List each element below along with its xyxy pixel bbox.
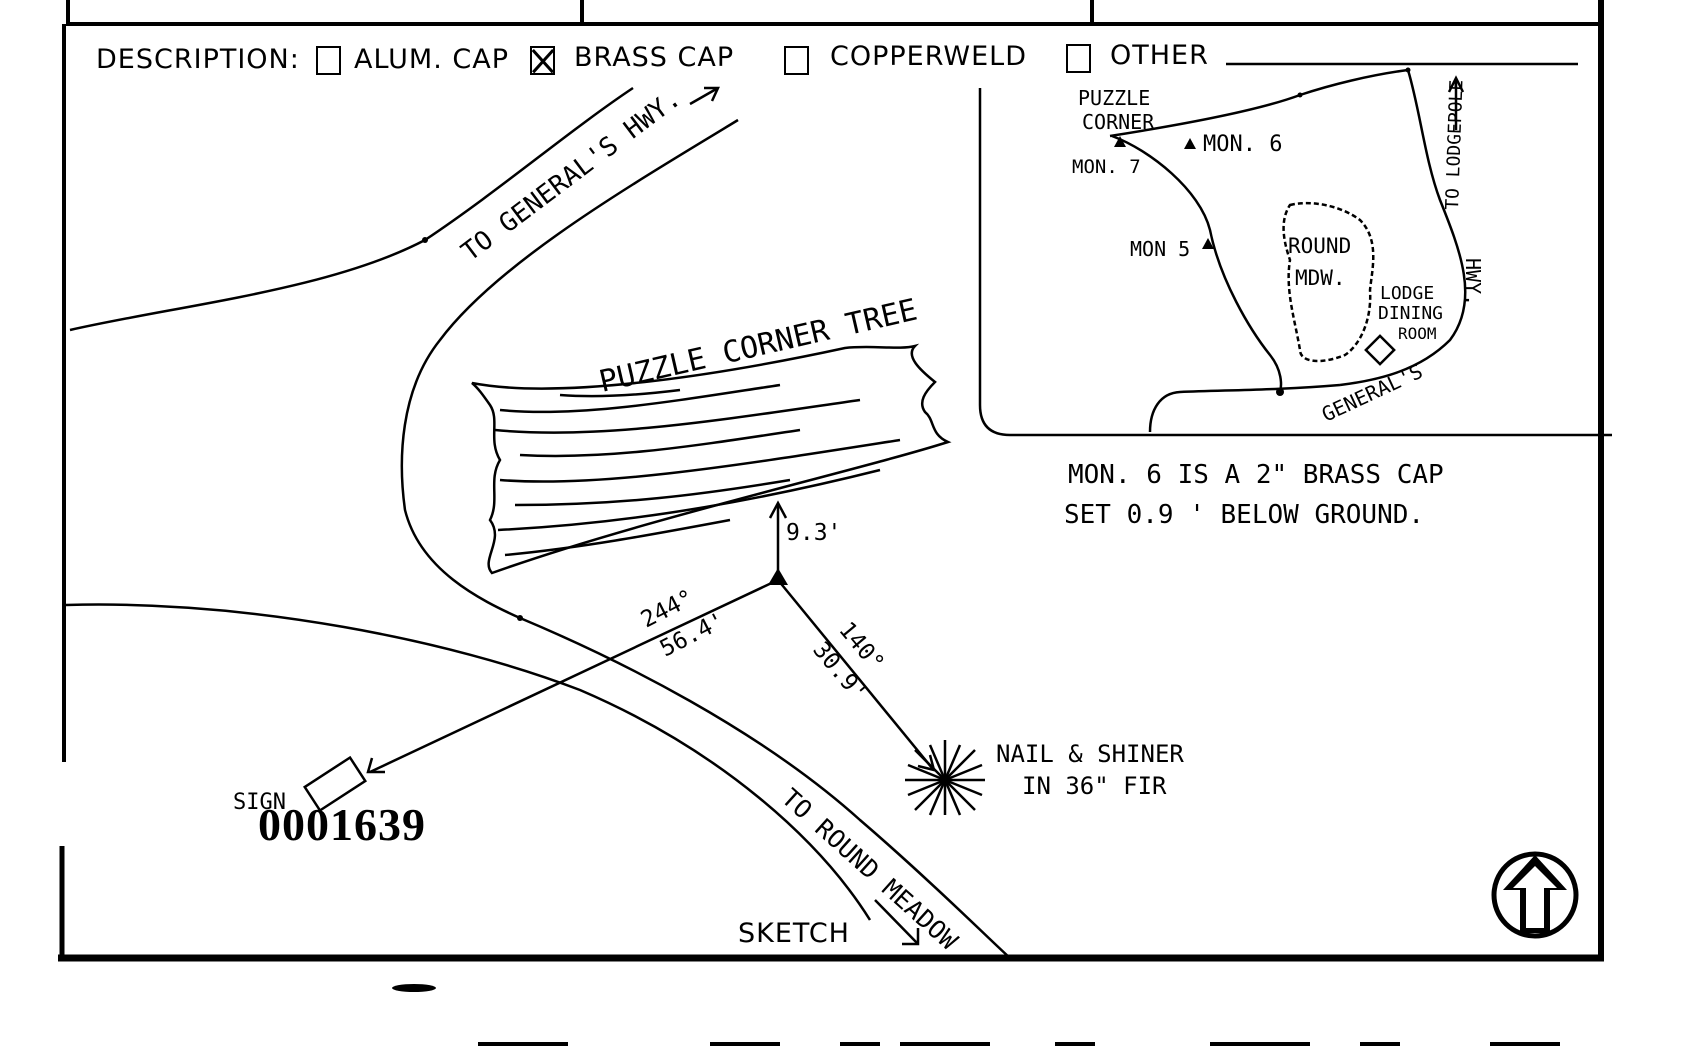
sign-label: SIGN bbox=[233, 790, 286, 815]
copperweld-label: COPPERWELD bbox=[830, 41, 1027, 72]
inset-monuments bbox=[1114, 67, 1411, 396]
nail-label-line2: IN 36" FIR bbox=[1022, 772, 1167, 800]
inset-puzzle-corner-2: CORNER bbox=[1082, 110, 1155, 134]
road-lines bbox=[65, 86, 1011, 959]
brass-cap-label: BRASS CAP bbox=[574, 42, 735, 73]
arrow-general-hwy bbox=[689, 86, 720, 106]
scan-marks bbox=[392, 984, 1560, 1046]
sign-symbol bbox=[303, 755, 367, 813]
note-line2: SET 0.9 ' BELOW GROUND. bbox=[1064, 500, 1425, 530]
inset-generals: GENERAL'S bbox=[1318, 359, 1426, 427]
monument-symbol bbox=[768, 568, 788, 585]
brass-cap-checkbox[interactable] bbox=[530, 46, 555, 75]
description-label: DESCRIPTION: bbox=[96, 44, 300, 75]
inset-hwy: HWY. bbox=[1461, 258, 1485, 306]
measure-lines bbox=[366, 500, 936, 774]
inset-to-lodgepole: TO LODGEPOLE bbox=[1442, 79, 1468, 210]
road-point bbox=[422, 237, 428, 243]
nail-shiner-symbol bbox=[905, 740, 985, 816]
sketch-title: SKETCH bbox=[738, 918, 850, 949]
inset-lodge-1: LODGE bbox=[1380, 283, 1435, 304]
road-point bbox=[517, 615, 523, 621]
alum-cap-label: ALUM. CAP bbox=[354, 44, 509, 75]
inset-puzzle-corner-1: PUZZLE bbox=[1078, 86, 1151, 110]
frame bbox=[58, 0, 1604, 962]
inset-mon6: MON. 6 bbox=[1203, 132, 1283, 157]
other-checkbox[interactable] bbox=[1066, 44, 1091, 73]
inset-lodge-3: ROOM bbox=[1398, 324, 1437, 343]
document-number: 0001639 bbox=[258, 799, 426, 850]
copperweld-checkbox[interactable] bbox=[784, 46, 809, 75]
arrow-round-meadow bbox=[874, 899, 920, 946]
alum-cap-checkbox[interactable] bbox=[316, 46, 341, 75]
inset-lodge-2: DINING bbox=[1378, 303, 1444, 324]
inset-round-mdw-2: MDW. bbox=[1295, 266, 1346, 290]
distance-tree: 9.3' bbox=[786, 520, 842, 546]
inset-round-mdw-1: ROUND bbox=[1288, 234, 1352, 258]
nail-label-line1: NAIL & SHINER bbox=[996, 740, 1184, 768]
note-line1: MON. 6 IS A 2" BRASS CAP bbox=[1068, 460, 1444, 490]
north-arrow-icon bbox=[1491, 851, 1579, 939]
puzzle-corner-tree-drawing bbox=[471, 343, 952, 575]
inset-map bbox=[978, 68, 1612, 437]
inset-mon7: MON. 7 bbox=[1072, 156, 1141, 178]
road-label-general-hwy: TO GENERAL'S HWY. bbox=[456, 83, 687, 267]
other-label: OTHER bbox=[1110, 40, 1209, 71]
inset-mon5: MON 5 bbox=[1130, 237, 1191, 261]
